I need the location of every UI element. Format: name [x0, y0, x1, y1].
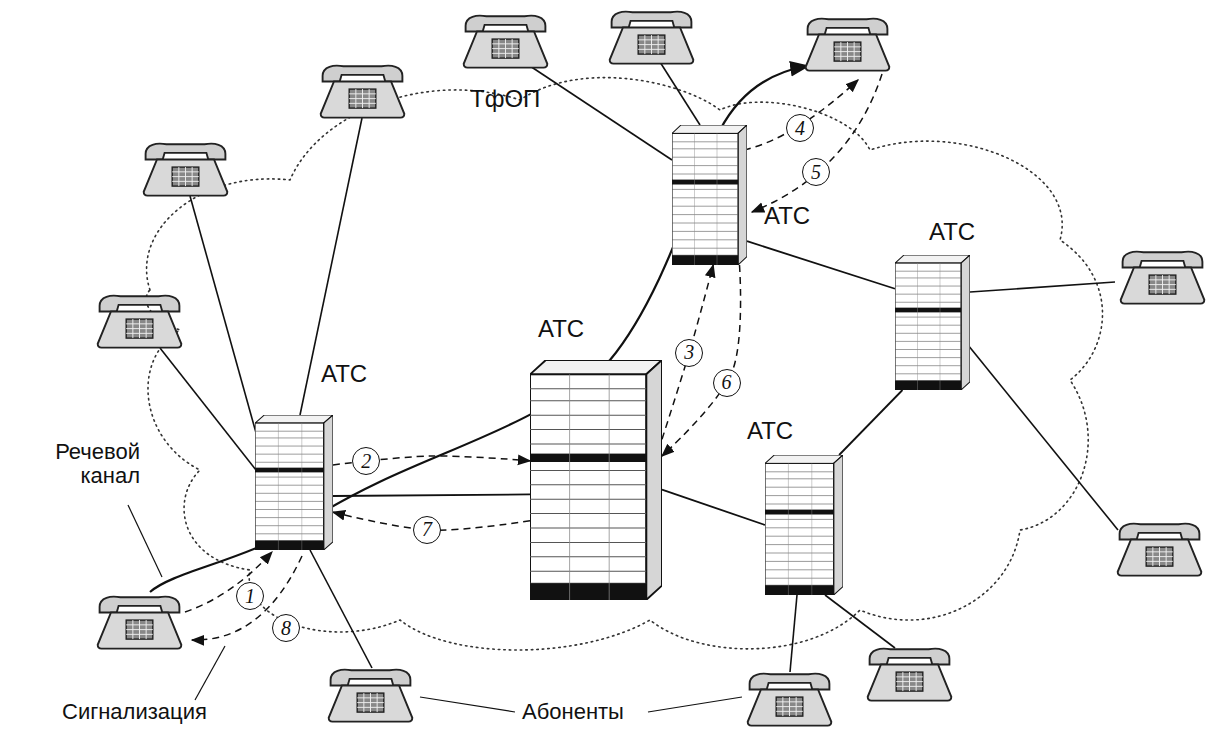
callout-number: 5 [802, 158, 830, 186]
callout-number: 8 [272, 614, 300, 642]
exchange-node: АТС [672, 125, 747, 265]
text-label: Абоненты [522, 700, 624, 724]
exchange-stack [895, 255, 970, 390]
exchange-label: АТС [321, 361, 367, 387]
trunk-line [839, 390, 902, 455]
exchange-node: АТС [895, 255, 970, 390]
trunk-line [747, 241, 895, 289]
network-cloud [146, 78, 1102, 650]
callout-number: 4 [786, 114, 814, 142]
exchange-stack [672, 125, 747, 265]
exchange-node: АТС [530, 360, 662, 600]
signalling-arrows [185, 74, 882, 640]
exchange-stack [765, 455, 843, 595]
text-label: Сигнализация [62, 700, 207, 724]
exchange-label: АТС [929, 219, 975, 245]
speech-channel [150, 66, 808, 592]
exchange-label: АТС [764, 203, 810, 229]
callout-number: 6 [713, 369, 741, 397]
exchange-label: АТС [747, 418, 793, 444]
trunk-line [662, 490, 765, 525]
text-label: Речевой канал [8, 440, 140, 488]
callout-number: 7 [413, 516, 441, 544]
exchange-node: АТС [765, 455, 843, 595]
exchange-stack [530, 360, 662, 600]
signalling-arrow [662, 265, 713, 439]
trunk-line [333, 494, 530, 496]
signalling-arrow [662, 265, 741, 456]
subscriber-lines [160, 62, 1118, 672]
callout-number: 1 [236, 582, 264, 610]
exchange-stack [255, 415, 333, 550]
callout-number: 3 [675, 339, 703, 367]
telephones [98, 12, 1205, 726]
exchange-label: АТС [538, 316, 584, 342]
exchange-node: АТС [255, 415, 333, 550]
text-label: ТфОП [470, 86, 540, 112]
callout-number: 2 [352, 447, 380, 475]
